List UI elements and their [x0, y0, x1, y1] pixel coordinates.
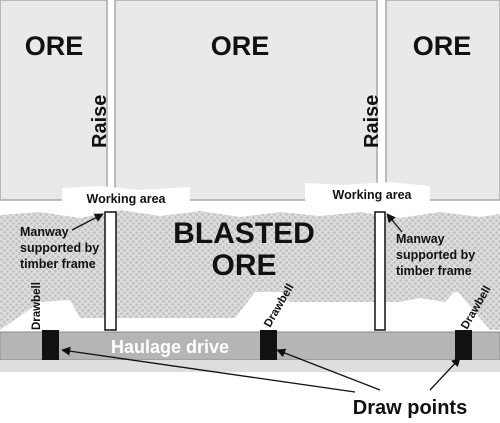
raise-label-left: Raise	[89, 95, 111, 148]
manway-right-line1: Manway	[396, 232, 445, 246]
draw-points-arrow-left	[61, 346, 356, 393]
floor-strip	[0, 360, 500, 372]
working-area-left-void	[62, 186, 190, 212]
manway-left-line3: timber frame	[20, 257, 96, 271]
manway-right-line2: supported by	[396, 248, 475, 262]
working-area-label-left: Working area	[87, 192, 167, 206]
drawbell-label-left: Drawbell	[31, 282, 43, 330]
draw-points-arrow-center	[276, 348, 381, 391]
ore-label-right: ORE	[413, 31, 472, 61]
draw-point-center	[260, 330, 277, 360]
manway-right-line3: timber frame	[396, 264, 472, 278]
ore-block-right	[385, 0, 500, 201]
haulage-drive-label: Haulage drive	[111, 337, 229, 357]
draw-points-arrow-right	[429, 357, 461, 391]
manway-label-left: Manway supported by timber frame	[20, 225, 103, 271]
draw-point-right	[455, 330, 472, 360]
blasted-label-line2: ORE	[211, 249, 276, 282]
manway-left-line2: supported by	[20, 241, 99, 255]
manway-right	[374, 211, 386, 331]
haulage-drive	[0, 331, 500, 361]
manway-label-right: Manway supported by timber frame	[396, 232, 479, 278]
ore-label-center: ORE	[211, 31, 270, 61]
ore-label-left: ORE	[25, 31, 84, 61]
ore-block-left	[0, 0, 108, 201]
working-area-right-void	[305, 182, 430, 211]
blasted-label-line1: BLASTED	[173, 217, 315, 250]
working-area-label-right: Working area	[333, 188, 413, 202]
draw-points-label: Draw points	[353, 397, 467, 419]
manway-left	[104, 211, 117, 331]
manway-left-line1: Manway	[20, 225, 69, 239]
manway-right-arrow	[386, 213, 403, 233]
draw-point-left	[42, 330, 59, 360]
raise-label-right: Raise	[361, 95, 383, 148]
manway-left-arrow	[71, 213, 104, 231]
ore-block-center	[114, 0, 378, 201]
